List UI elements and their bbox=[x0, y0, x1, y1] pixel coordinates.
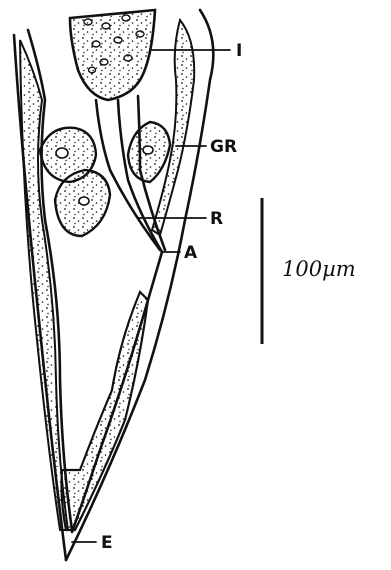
label-intestine: I bbox=[236, 41, 242, 61]
label-anus: A bbox=[184, 243, 198, 263]
label-tail-end: E bbox=[101, 533, 113, 553]
scale-bar-label: 100µm bbox=[282, 257, 356, 281]
tail-hypodermis bbox=[62, 292, 149, 530]
intestine bbox=[70, 10, 155, 100]
label-rectal-glands: GR bbox=[210, 137, 237, 157]
label-rectum: R bbox=[210, 209, 223, 229]
rectal-gland-3 bbox=[128, 122, 170, 182]
